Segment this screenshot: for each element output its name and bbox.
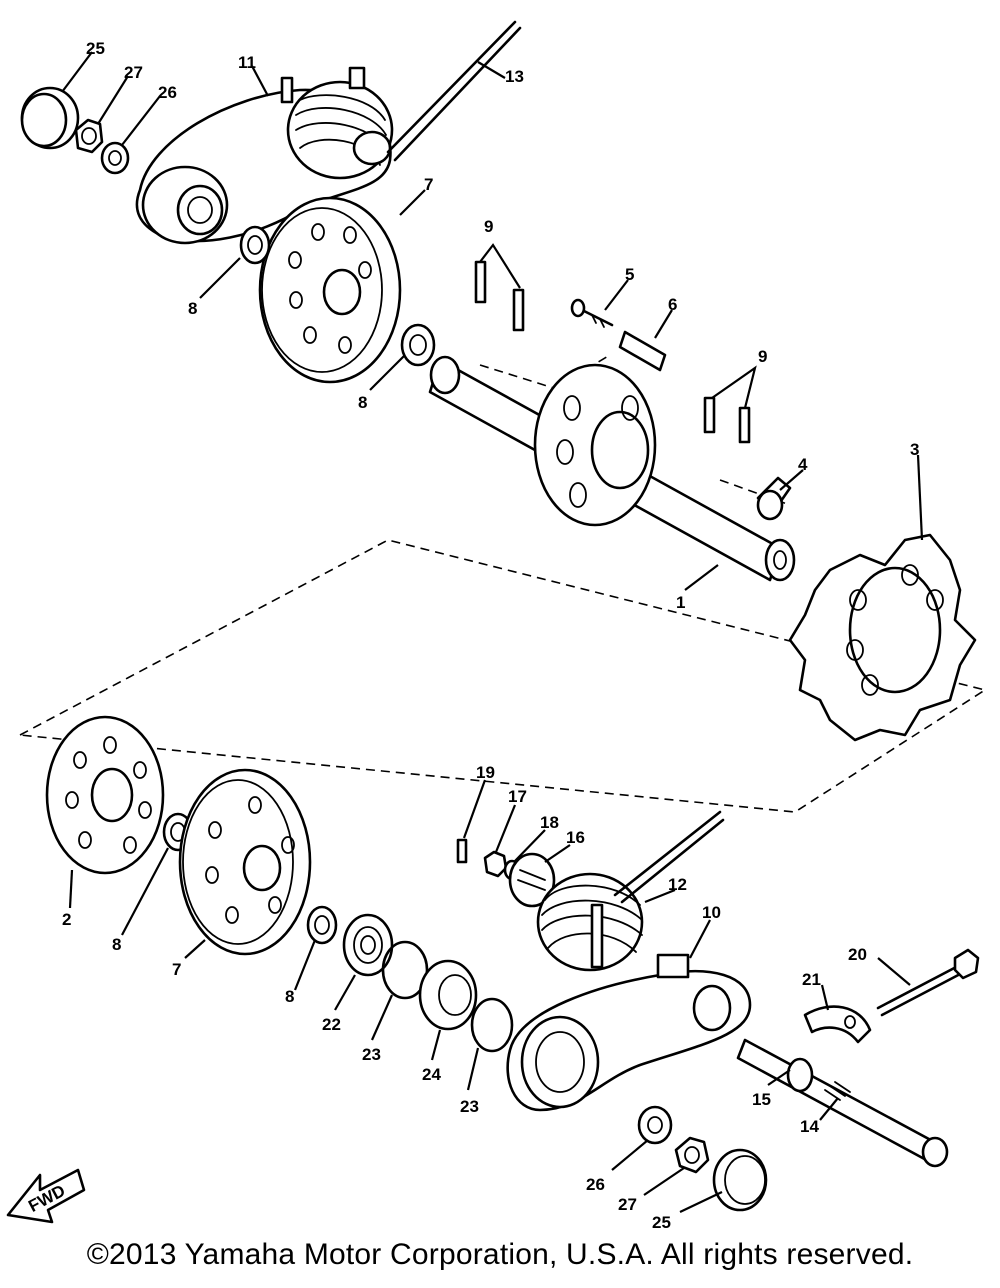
circlip-23-left — [381, 940, 429, 1000]
leader-lines — [61, 51, 924, 1213]
callout-23-right: 23 — [460, 1097, 479, 1116]
callout-26-top: 26 — [158, 83, 177, 102]
cap-25-top — [20, 86, 80, 150]
washer-26-top — [100, 141, 130, 175]
callout-1: 1 — [676, 593, 685, 612]
callout-12: 12 — [668, 875, 687, 894]
callout-21: 21 — [802, 970, 821, 989]
callout-13: 13 — [505, 67, 524, 86]
sprocket-3 — [788, 533, 977, 742]
callout-9-right: 9 — [758, 347, 767, 366]
callout-17: 17 — [508, 787, 527, 806]
plate-21 — [803, 1005, 872, 1044]
nut-27-bottom — [674, 1136, 710, 1174]
callout-23-left: 23 — [362, 1045, 381, 1064]
exploded-parts-diagram: FWD — [6, 20, 987, 1230]
callout-25-bottom: 25 — [652, 1213, 671, 1230]
spring-coil-top — [280, 66, 394, 180]
callout-7-bottom: 7 — [172, 960, 181, 979]
callout-27-bottom: 27 — [618, 1195, 637, 1214]
pins-9-top — [474, 260, 525, 332]
nut-17 — [483, 850, 508, 878]
pins-9-right — [703, 396, 751, 444]
callout-3: 3 — [910, 440, 919, 459]
callout-26-bottom: 26 — [586, 1175, 605, 1194]
rod-13 — [386, 20, 522, 162]
washer-8-bottom-right — [306, 905, 338, 945]
callout-24: 24 — [422, 1065, 441, 1084]
copyright-notice: ©2013 Yamaha Motor Corporation, U.S.A. A… — [86, 1238, 914, 1271]
plate-6 — [618, 330, 667, 372]
callout-19: 19 — [476, 763, 495, 782]
callout-5: 5 — [625, 265, 634, 284]
callout-9-top: 9 — [484, 217, 493, 236]
nut-27-top — [74, 118, 104, 154]
callout-22: 22 — [322, 1015, 341, 1034]
callout-8-top-right: 8 — [358, 393, 367, 412]
callout-15: 15 — [752, 1090, 771, 1109]
fwd-arrow-icon: FWD — [6, 1168, 86, 1224]
bolt-20 — [876, 948, 980, 1017]
callout-11: 11 — [238, 53, 256, 72]
hub-flange — [533, 363, 657, 527]
circlip-23-right — [470, 997, 514, 1053]
tension-arm-10 — [506, 953, 752, 1112]
wheel-7-bottom — [178, 768, 312, 956]
callout-8-bottom-left: 8 — [112, 935, 121, 954]
callout-18: 18 — [540, 813, 559, 832]
callout-27-top: 27 — [124, 63, 143, 82]
cap-25-bottom — [712, 1148, 768, 1212]
callout-10: 10 — [702, 903, 721, 922]
spring-12 — [536, 810, 725, 972]
washer-8-right-top — [400, 323, 436, 367]
wheel-7-top — [258, 196, 402, 384]
callout-8-top-left: 8 — [188, 299, 197, 318]
callout-20: 20 — [848, 945, 867, 964]
washer-26-bottom — [637, 1105, 673, 1145]
pin-19 — [456, 838, 468, 864]
callout-4: 4 — [798, 455, 808, 474]
callout-labels: 25 27 26 11 13 7 9 8 8 5 6 9 4 3 1 2 8 7… — [62, 39, 919, 1230]
hub-disc-2 — [45, 715, 165, 875]
washer-8-left-top — [239, 225, 271, 265]
callout-16: 16 — [566, 828, 585, 847]
bolt-5 — [570, 298, 614, 328]
bearing-22 — [342, 913, 394, 977]
callout-2: 2 — [62, 910, 71, 929]
callout-7-top: 7 — [424, 175, 433, 194]
callout-8-bottom-right: 8 — [285, 987, 294, 1006]
washer-16 — [508, 852, 556, 908]
callout-6: 6 — [668, 295, 677, 314]
bearing-24 — [418, 959, 478, 1031]
callout-14: 14 — [800, 1117, 819, 1136]
callout-25-top: 25 — [86, 39, 105, 58]
